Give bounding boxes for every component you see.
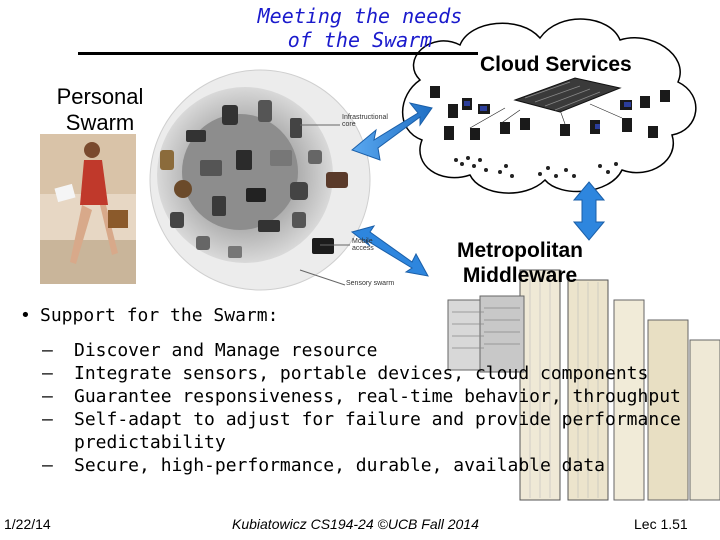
sub-bullet: –Self-adapt to adjust for failure and pr… [42,409,681,453]
sub-bullet: –Guarantee responsiveness, real-time beh… [42,386,681,407]
infrastructure-core-label: Infrastructional core [342,114,388,128]
sub-bullet-text: Secure, high-performance, durable, avail… [74,455,606,476]
sensory-swarm-label: Sensory swarm [346,280,395,287]
footer-lecture-number: Lec 1.51 [634,516,688,532]
sub-bullet-text: Integrate sensors, portable devices, clo… [74,363,649,384]
sub-bullet-text: Discover and Manage resource [74,340,378,361]
title-line-1: Meeting the needs [257,4,463,28]
personal-swarm-label: Personal Swarm [40,84,160,136]
arrow-swarm-cloud [351,102,433,161]
personal-swarm-disk [149,69,371,291]
mobile-access-label: Mobile access [352,238,374,252]
datacenter-grid-icon [513,77,622,113]
title-line-2: of the Swarm [287,28,433,52]
personal-swarm-line-1: Personal [56,84,144,109]
metro-line-2: Middleware [462,264,578,287]
sub-bullet: –Secure, high-performance, durable, avai… [42,455,606,476]
main-bullet: •Support for the Swarm: [20,305,279,326]
woman-photo [40,134,136,284]
sub-bullet-text: Guarantee responsiveness, real-time beha… [74,386,681,407]
metropolitan-middleware-label: Metropolitan Middleware [425,238,615,288]
sub-bullet-text: Self-adapt to adjust for failure and pro… [74,409,681,453]
metropolitan-skyline [447,269,720,501]
footer-date: 1/22/14 [4,516,51,532]
main-bullet-text: Support for the Swarm: [40,305,279,326]
arrow-cloud-metro [572,181,606,241]
title-underline [78,52,478,55]
personal-swarm-line-2: Swarm [65,110,135,135]
footer-course: Kubiatowicz CS194-24 ©UCB Fall 2014 [232,516,479,532]
cloud-services-cloud [401,18,697,194]
slide-title: Meeting the needs of the Swarm [230,4,490,52]
sub-bullet: –Integrate sensors, portable devices, cl… [42,363,649,384]
cloud-services-label: Cloud Services [480,53,632,76]
bullet-list: •Support for the Swarm: –Discover and Ma… [18,304,718,477]
sub-bullet: –Discover and Manage resource [42,340,378,361]
metro-line-1: Metropolitan [457,239,583,262]
arrow-swarm-metro [350,225,429,277]
